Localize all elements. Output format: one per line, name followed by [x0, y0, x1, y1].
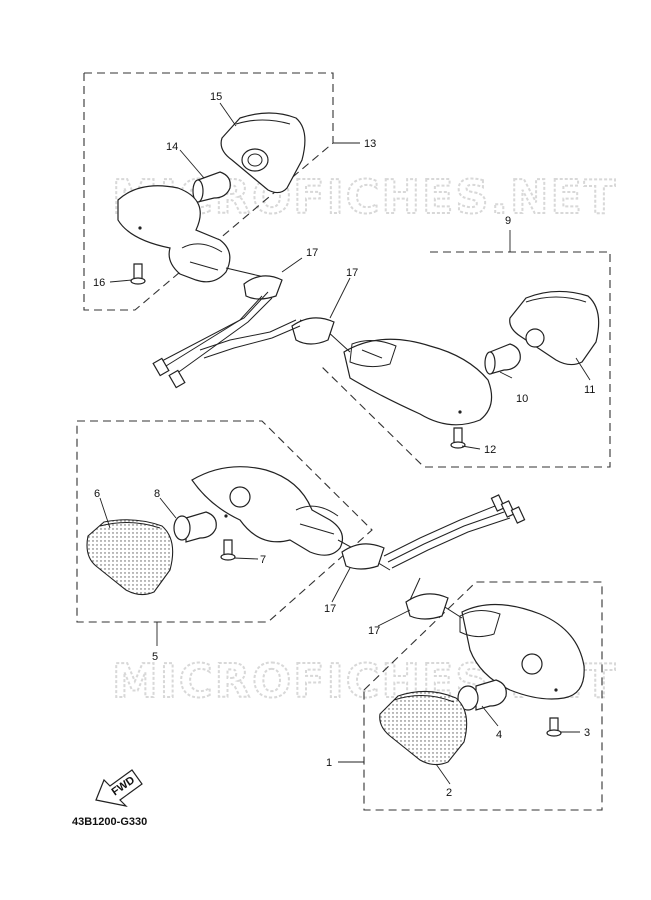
callout-17-middle: 17: [324, 603, 336, 615]
assembly-13: [83, 72, 334, 389]
fwd-arrow-icon: FWD: [95, 769, 143, 807]
callout-6: 6: [94, 488, 100, 500]
callout-3: 3: [584, 727, 590, 739]
callout-2: 2: [446, 787, 452, 799]
callout-10: 10: [516, 393, 528, 405]
callout-17-upper: 17: [346, 267, 358, 279]
diagram-code: 43B1200-G330: [72, 816, 147, 828]
callout-11: 11: [584, 384, 595, 396]
callout-16: 16: [93, 277, 105, 289]
callout-12: 12: [484, 444, 496, 456]
callout-1: 1: [326, 757, 332, 769]
callout-9: 9: [505, 215, 511, 227]
callout-5: 5: [152, 651, 158, 663]
callout-17-lower: 17: [368, 625, 380, 637]
callout-8: 8: [154, 488, 160, 500]
callout-15: 15: [210, 91, 222, 103]
callout-13: 13: [364, 138, 376, 150]
callout-7: 7: [260, 554, 266, 566]
assembly-5: [76, 420, 526, 646]
assembly-9: [199, 230, 611, 468]
callout-14: 14: [166, 141, 178, 153]
assembly-1: [338, 577, 603, 811]
callout-labels: 15 14 13 16 17 17 9 10 11 12 6 8 7 5 17 …: [93, 91, 595, 799]
leader-lines: [99, 102, 591, 785]
callout-17-top: 17: [306, 247, 318, 259]
callout-4: 4: [496, 729, 502, 741]
